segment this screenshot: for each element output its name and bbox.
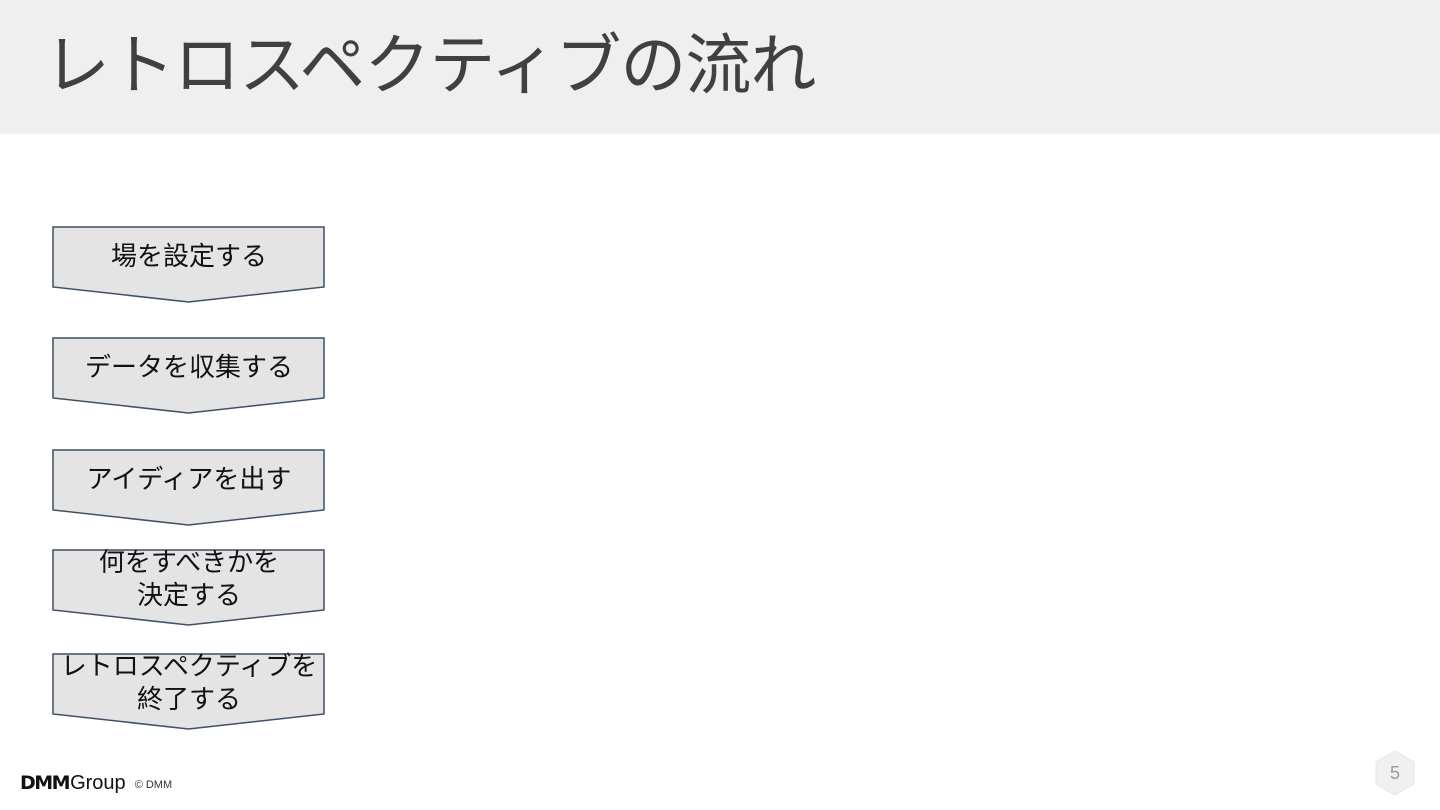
chevron-shape	[52, 337, 325, 414]
chevron-shape	[52, 549, 325, 626]
chevron-shape	[52, 449, 325, 526]
step-label: データを収集する	[84, 352, 293, 383]
step-label: レトロスペクティブを 終了する	[60, 652, 318, 715]
page-number-badge: 5	[1375, 750, 1415, 796]
step-chevron-5: レトロスペクティブを 終了する	[52, 652, 326, 731]
step-chevron-2: データを収集する	[52, 337, 326, 415]
step-chevron-4: 何をすべきかを 決定する	[52, 548, 326, 627]
chevron-shape	[52, 653, 325, 730]
step-label: アイディアを出す	[86, 464, 292, 495]
step-chevron-1: 場を設定する	[52, 226, 326, 304]
copyright-text: © DMM	[134, 779, 173, 791]
slide-title: レトロスペクティブの流れ	[44, 27, 816, 104]
process-steps: 場を設定する データを収集する アイディアを出す 何をすべきかを 決定する レト…	[52, 0, 326, 810]
chevron-shape	[52, 226, 325, 303]
logo-brand: DMM	[20, 772, 71, 794]
title-band	[0, 0, 1440, 134]
step-label: 場を設定する	[110, 241, 267, 272]
logo-brand-suffix: Group	[70, 771, 126, 794]
page-number: 5	[1389, 762, 1400, 783]
dmm-group-logo: DMM Group © DMM	[20, 770, 172, 796]
step-label: 何をすべきかを 決定する	[98, 548, 280, 611]
hexagon-icon	[1375, 750, 1415, 796]
step-chevron-3: アイディアを出す	[52, 449, 326, 527]
